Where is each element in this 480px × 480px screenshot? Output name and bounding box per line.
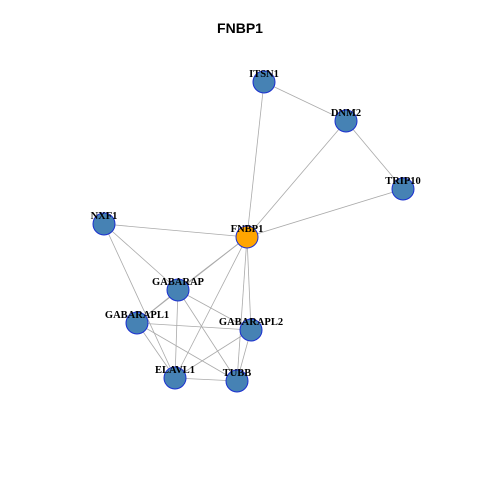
chart-title: FNBP1	[217, 20, 263, 36]
edge-itsn1-dnm2	[263, 81, 347, 122]
node-label-tubb: TUBB	[223, 368, 252, 379]
node-elavl1[interactable]	[163, 366, 187, 390]
node-label-gabarapl2: GABARAPL2	[219, 317, 283, 328]
edge-nxf1-gabarap	[103, 223, 179, 291]
node-label-gabarap: GABARAP	[152, 277, 205, 288]
node-dnm2[interactable]	[334, 109, 358, 133]
edge-gabarapl1-gabarapl2	[136, 322, 252, 331]
edge-nxf1-elavl1	[103, 223, 176, 379]
edge-gabarapl1-tubb	[136, 322, 238, 382]
edge-gabarapl2-elavl1	[174, 329, 252, 379]
node-gabarap[interactable]	[166, 278, 190, 302]
edge-gabarap-tubb	[177, 289, 238, 382]
node-fnbp1[interactable]	[235, 225, 259, 249]
edge-dnm2-trip10	[345, 120, 404, 190]
edge-gabarap-elavl1	[174, 289, 179, 379]
node-tubb[interactable]	[225, 369, 249, 393]
edge-trip10-fnbp1	[246, 188, 404, 238]
edge-fnbp1-elavl1	[174, 236, 248, 379]
node-label-itsn1: ITSN1	[249, 69, 279, 80]
node-label-fnbp1: FNBP1	[231, 224, 264, 235]
node-gabarapl1[interactable]	[125, 311, 149, 335]
node-label-gabarapl1: GABARAPL1	[105, 310, 169, 321]
edge-fnbp1-gabarapl2	[246, 236, 252, 331]
node-itsn1[interactable]	[252, 70, 276, 94]
node-label-dnm2: DNM2	[331, 108, 361, 119]
node-layer	[92, 70, 415, 393]
node-label-elavl1: ELAVL1	[155, 365, 195, 376]
edge-dnm2-fnbp1	[246, 120, 347, 238]
node-trip10[interactable]	[391, 177, 415, 201]
edge-fnbp1-tubb	[236, 236, 248, 382]
node-nxf1[interactable]	[92, 212, 116, 236]
edge-itsn1-fnbp1	[246, 81, 265, 238]
edge-nxf1-fnbp1	[103, 223, 248, 238]
edge-gabarap-gabarapl2	[177, 289, 252, 331]
node-label-nxf1: NXF1	[91, 211, 118, 222]
node-gabarapl2[interactable]	[239, 318, 263, 342]
node-label-trip10: TRIP10	[385, 176, 421, 187]
